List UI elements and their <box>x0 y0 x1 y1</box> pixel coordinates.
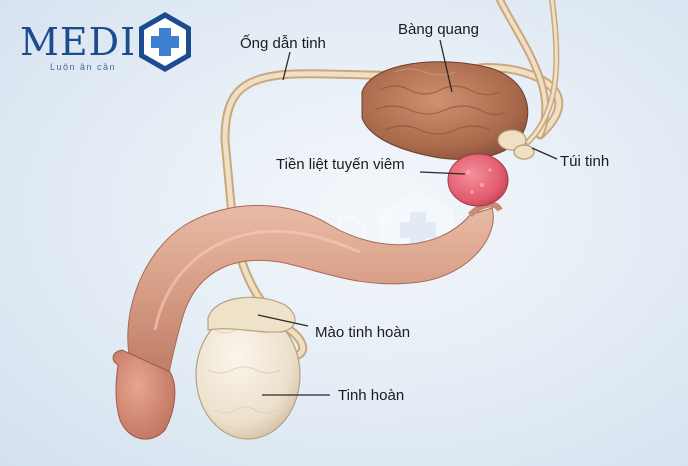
leader-tui-tinh <box>531 147 558 160</box>
label-ong-dan-tinh: Ống dẫn tinh <box>240 34 326 52</box>
label-mao-tinh-hoan: Mào tinh hoàn <box>315 324 410 341</box>
vas-deferens <box>220 0 564 361</box>
label-bang-quang: Bàng quang <box>398 21 479 38</box>
label-tinh-hoan: Tinh hoàn <box>338 387 404 404</box>
labels: Ống dẫn tinh Bàng quang Tiền liệt tuyến … <box>240 21 609 404</box>
leader-tien-liet-tuyen <box>419 171 466 175</box>
label-tui-tinh: Túi tinh <box>560 153 609 170</box>
medical-cross-icon <box>139 12 191 72</box>
seminal-vesicles <box>497 129 535 160</box>
prostate-inflamed <box>447 153 509 207</box>
leader-bang-quang <box>439 39 453 93</box>
label-tien-liet-tuyen: Tiền liệt tuyến viêm <box>276 156 405 173</box>
epididymis <box>207 296 296 333</box>
leader-lines <box>257 39 558 396</box>
logo: MEDI Luôn ân cần <box>20 12 191 72</box>
penis <box>112 201 503 440</box>
logo-text: MEDI <box>20 20 136 64</box>
logo-tagline: Luôn ân cần <box>50 62 116 72</box>
leader-mao-tinh-hoan <box>257 314 309 327</box>
leader-ong-dan-tinh <box>282 51 291 81</box>
